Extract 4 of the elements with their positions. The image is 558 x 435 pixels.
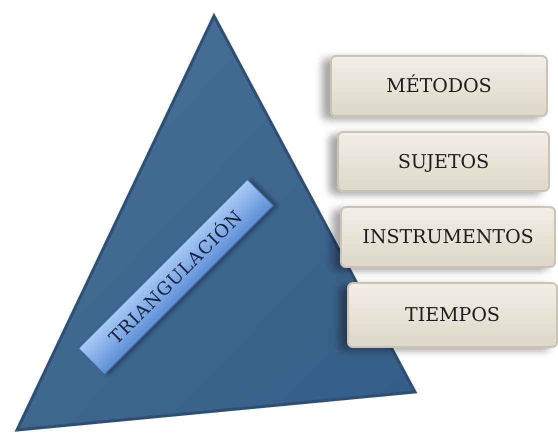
category-card: SUJETOS	[337, 131, 550, 192]
category-card: MÉTODOS	[330, 55, 548, 117]
category-card: INSTRUMENTOS	[340, 206, 556, 268]
category-card: TIEMPOS	[347, 282, 558, 348]
